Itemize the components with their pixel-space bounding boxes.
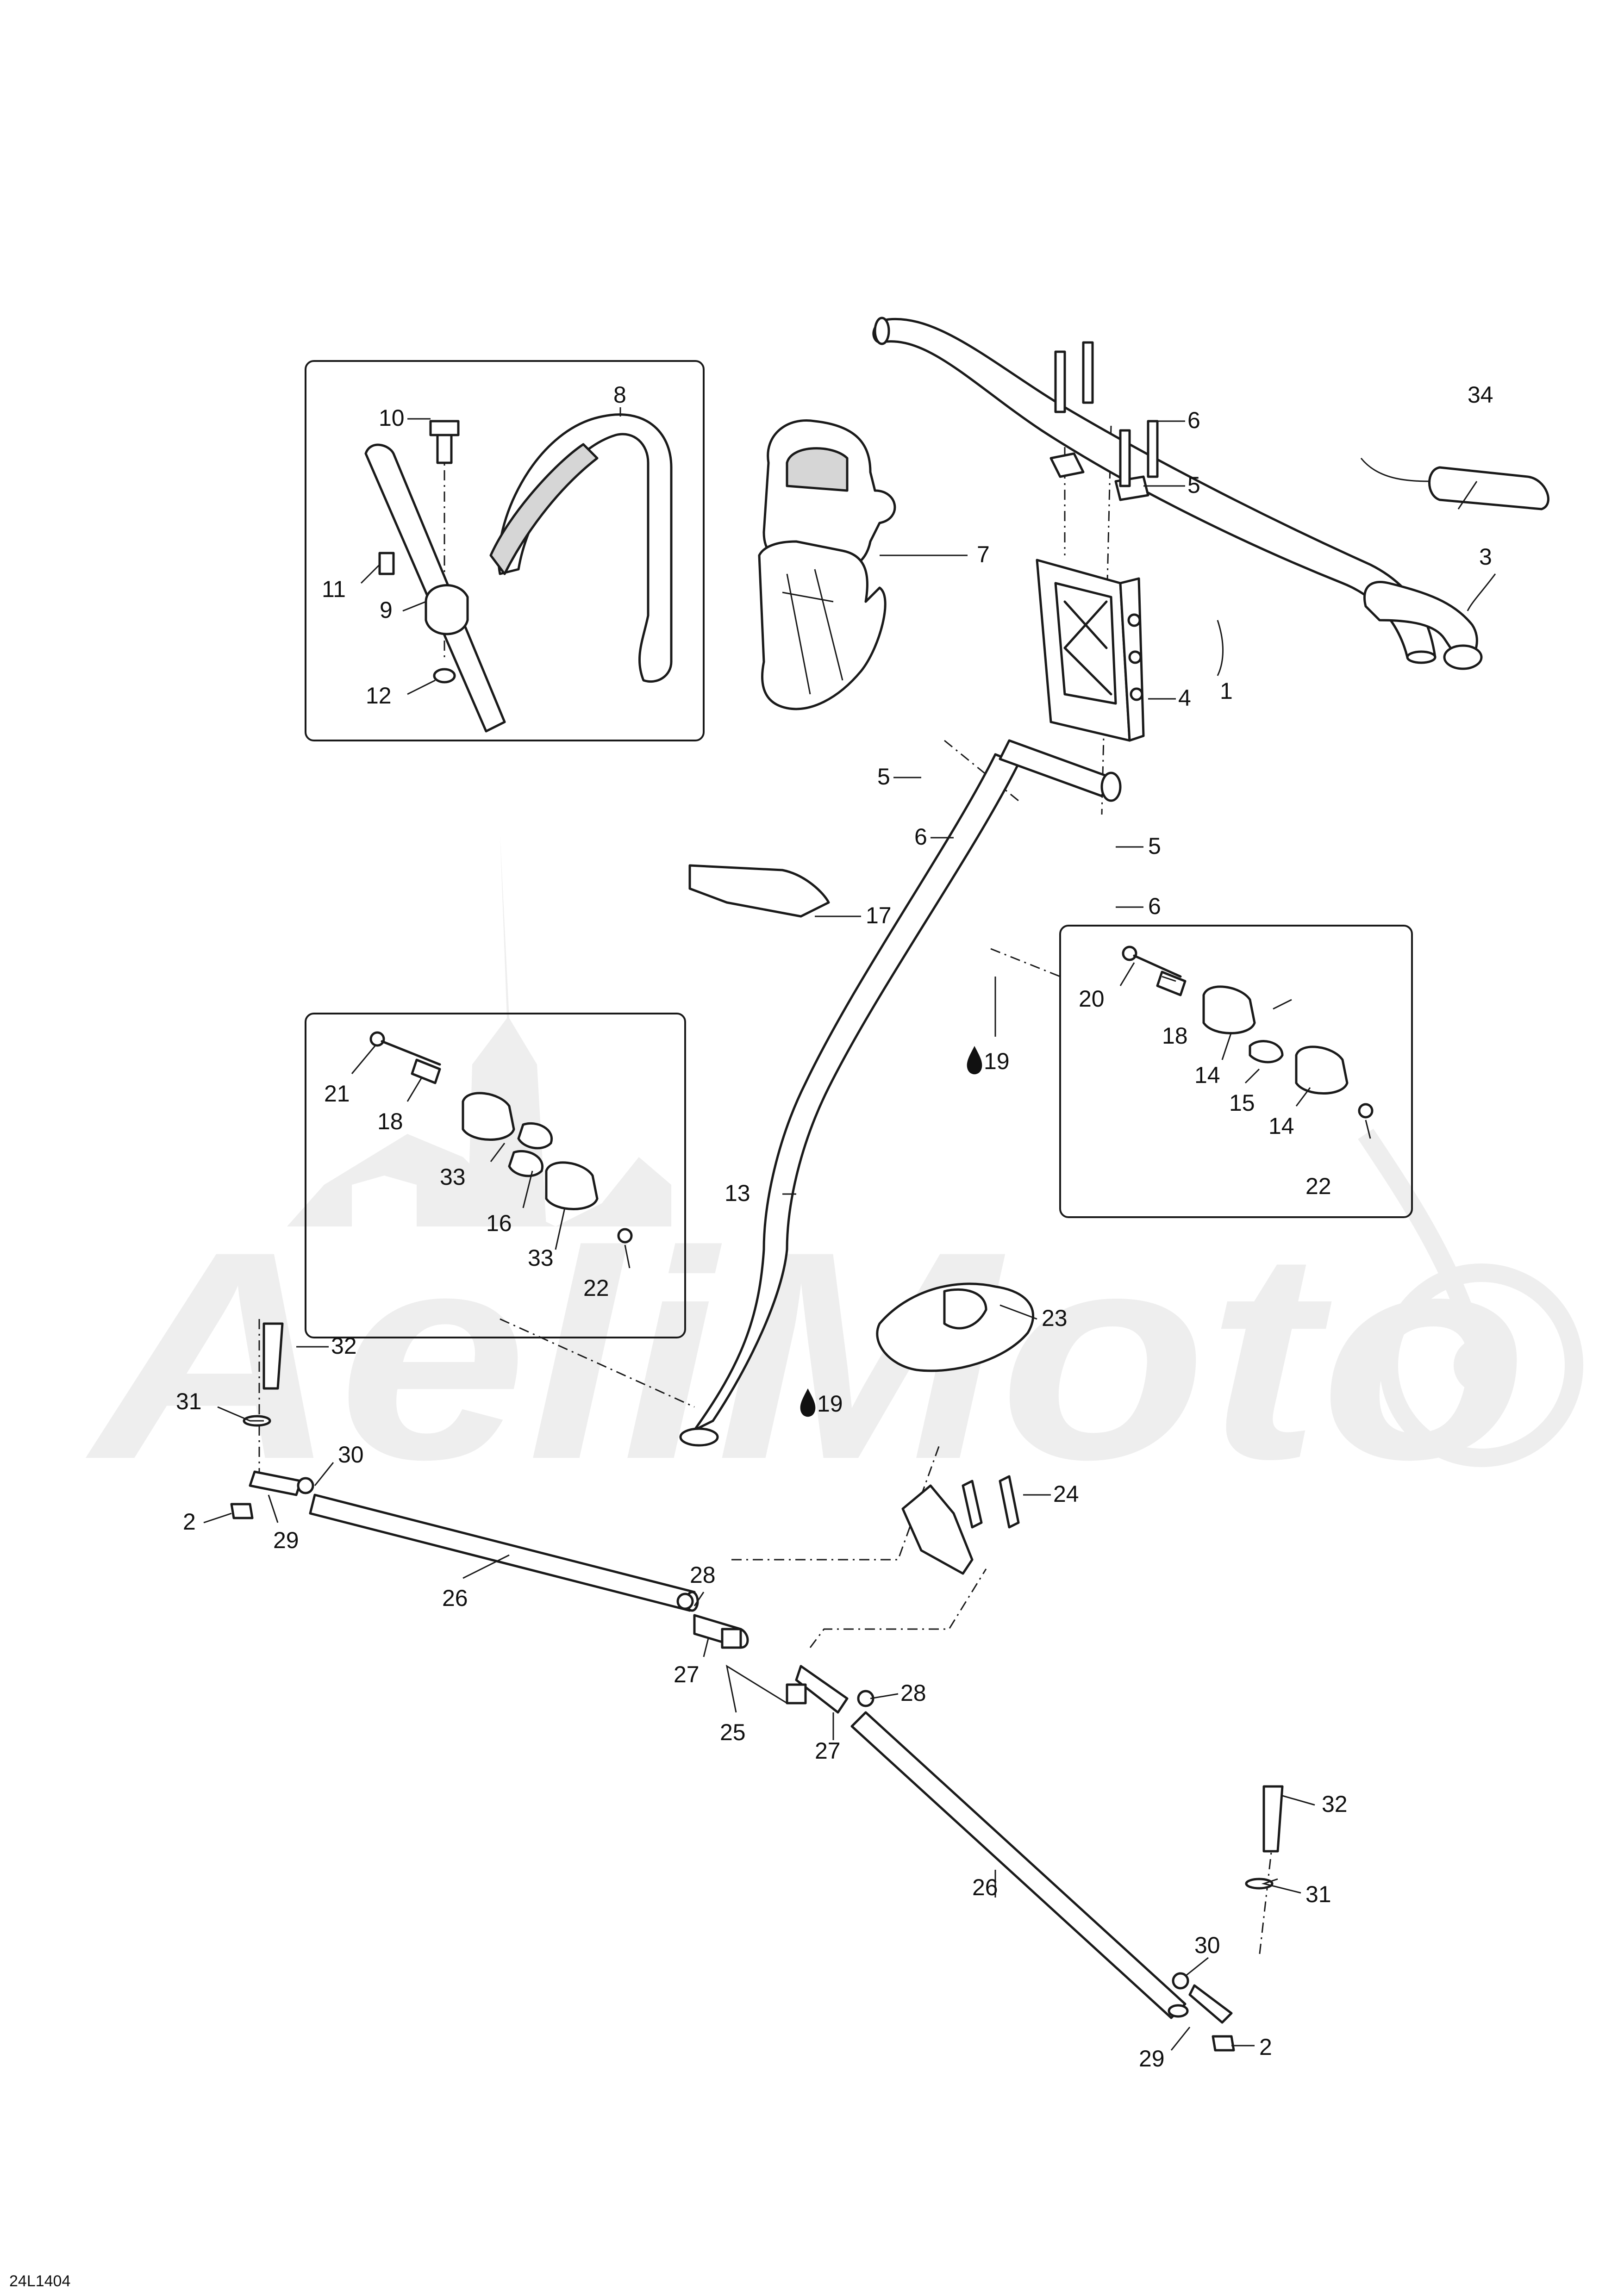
callout-8: 8 xyxy=(613,382,626,408)
callout-23: 23 xyxy=(1042,1305,1068,1331)
callout-10: 10 xyxy=(379,405,405,431)
callout-29: 29 xyxy=(1139,2046,1165,2072)
callout-5: 5 xyxy=(1187,472,1200,498)
alignment-line-inset-left xyxy=(500,1318,695,1408)
callout-19: 19 xyxy=(817,1391,843,1417)
callout-31: 31 xyxy=(1305,1881,1331,1907)
inset-box-handlebar-clamp xyxy=(305,360,705,741)
callout-17: 17 xyxy=(866,902,892,928)
callout-6: 6 xyxy=(1148,893,1161,919)
callout-18: 18 xyxy=(1162,1023,1188,1049)
callout-27: 27 xyxy=(674,1661,700,1687)
callout-31: 31 xyxy=(176,1388,202,1414)
callout-19: 19 xyxy=(984,1048,1010,1074)
callout-13: 13 xyxy=(725,1180,750,1206)
callout-25: 25 xyxy=(720,1719,746,1745)
callout-28: 28 xyxy=(690,1562,716,1588)
callout-5: 5 xyxy=(877,764,890,790)
tie-rod-right xyxy=(850,1711,1189,2019)
left-inset-clamp-parts xyxy=(369,1031,633,1244)
grip xyxy=(1363,580,1483,670)
callout-21: 21 xyxy=(324,1081,350,1107)
callout-27: 27 xyxy=(815,1738,841,1764)
callout-6: 6 xyxy=(914,824,927,850)
leader-lines xyxy=(203,407,1496,2051)
callout-26: 26 xyxy=(972,1874,998,1900)
inset-box-steering-clamp-right xyxy=(1059,925,1413,1218)
callout-6: 6 xyxy=(1187,407,1200,433)
callout-26: 26 xyxy=(442,1585,468,1611)
callout-11: 11 xyxy=(322,576,346,602)
alignment-line-bracket xyxy=(731,1444,987,1648)
callout-33: 33 xyxy=(440,1164,466,1190)
callout-30: 30 xyxy=(1194,1932,1220,1958)
handlebar xyxy=(872,317,1437,664)
callout-7: 7 xyxy=(977,541,990,567)
callout-30: 30 xyxy=(338,1442,364,1468)
alignment-line-inset-right xyxy=(990,948,1061,977)
watermark: AeliMoto xyxy=(82,833,1583,1521)
callout-9: 9 xyxy=(380,597,393,623)
callout-14: 14 xyxy=(1194,1062,1220,1088)
callout-24: 24 xyxy=(1053,1481,1079,1507)
oil-drop-icon xyxy=(800,1388,816,1417)
callout-32: 32 xyxy=(1322,1791,1348,1817)
callout-5: 5 xyxy=(1148,833,1161,859)
callout-2: 2 xyxy=(183,1509,196,1535)
callout-3: 3 xyxy=(1479,544,1492,570)
callout-28: 28 xyxy=(900,1680,926,1706)
callout-22: 22 xyxy=(1305,1173,1331,1199)
oil-drop-icon xyxy=(967,1046,982,1075)
callout-22: 22 xyxy=(583,1275,609,1301)
callout-29: 29 xyxy=(273,1527,299,1553)
steering-bracket xyxy=(901,1475,1020,1575)
callout-33: 33 xyxy=(528,1245,554,1271)
callout-labels: 1 2 2 3 4 5 5 5 6 6 6 7 8 9 10 11 12 13 … xyxy=(176,382,1493,2072)
callout-16: 16 xyxy=(486,1210,512,1236)
callout-18: 18 xyxy=(377,1108,403,1134)
callout-32: 32 xyxy=(331,1333,357,1359)
cover-assembly xyxy=(758,419,896,710)
tie-rod-ends xyxy=(230,1322,1284,2052)
callout-34: 34 xyxy=(1468,382,1493,408)
watermark-text: AeliMoto xyxy=(82,1190,1528,1521)
handlebar-pad xyxy=(489,413,673,683)
plate xyxy=(688,864,830,918)
callout-14: 14 xyxy=(1268,1113,1294,1139)
grip-heater xyxy=(1360,458,1549,510)
callout-4: 4 xyxy=(1178,685,1191,711)
upper-clamps xyxy=(1049,341,1159,501)
clamp-hardware xyxy=(364,420,506,733)
callout-20: 20 xyxy=(1079,986,1105,1012)
callout-2: 2 xyxy=(1259,2034,1272,2060)
boot xyxy=(876,1282,1034,1372)
diagram-code: 24L1404 xyxy=(9,2272,70,2290)
callout-12: 12 xyxy=(366,683,392,709)
riser-block xyxy=(1036,559,1145,742)
callout-15: 15 xyxy=(1229,1090,1255,1116)
inset-box-steering-clamp-left xyxy=(305,1013,686,1338)
callout-1: 1 xyxy=(1220,678,1233,704)
steering-column xyxy=(679,739,1122,1447)
